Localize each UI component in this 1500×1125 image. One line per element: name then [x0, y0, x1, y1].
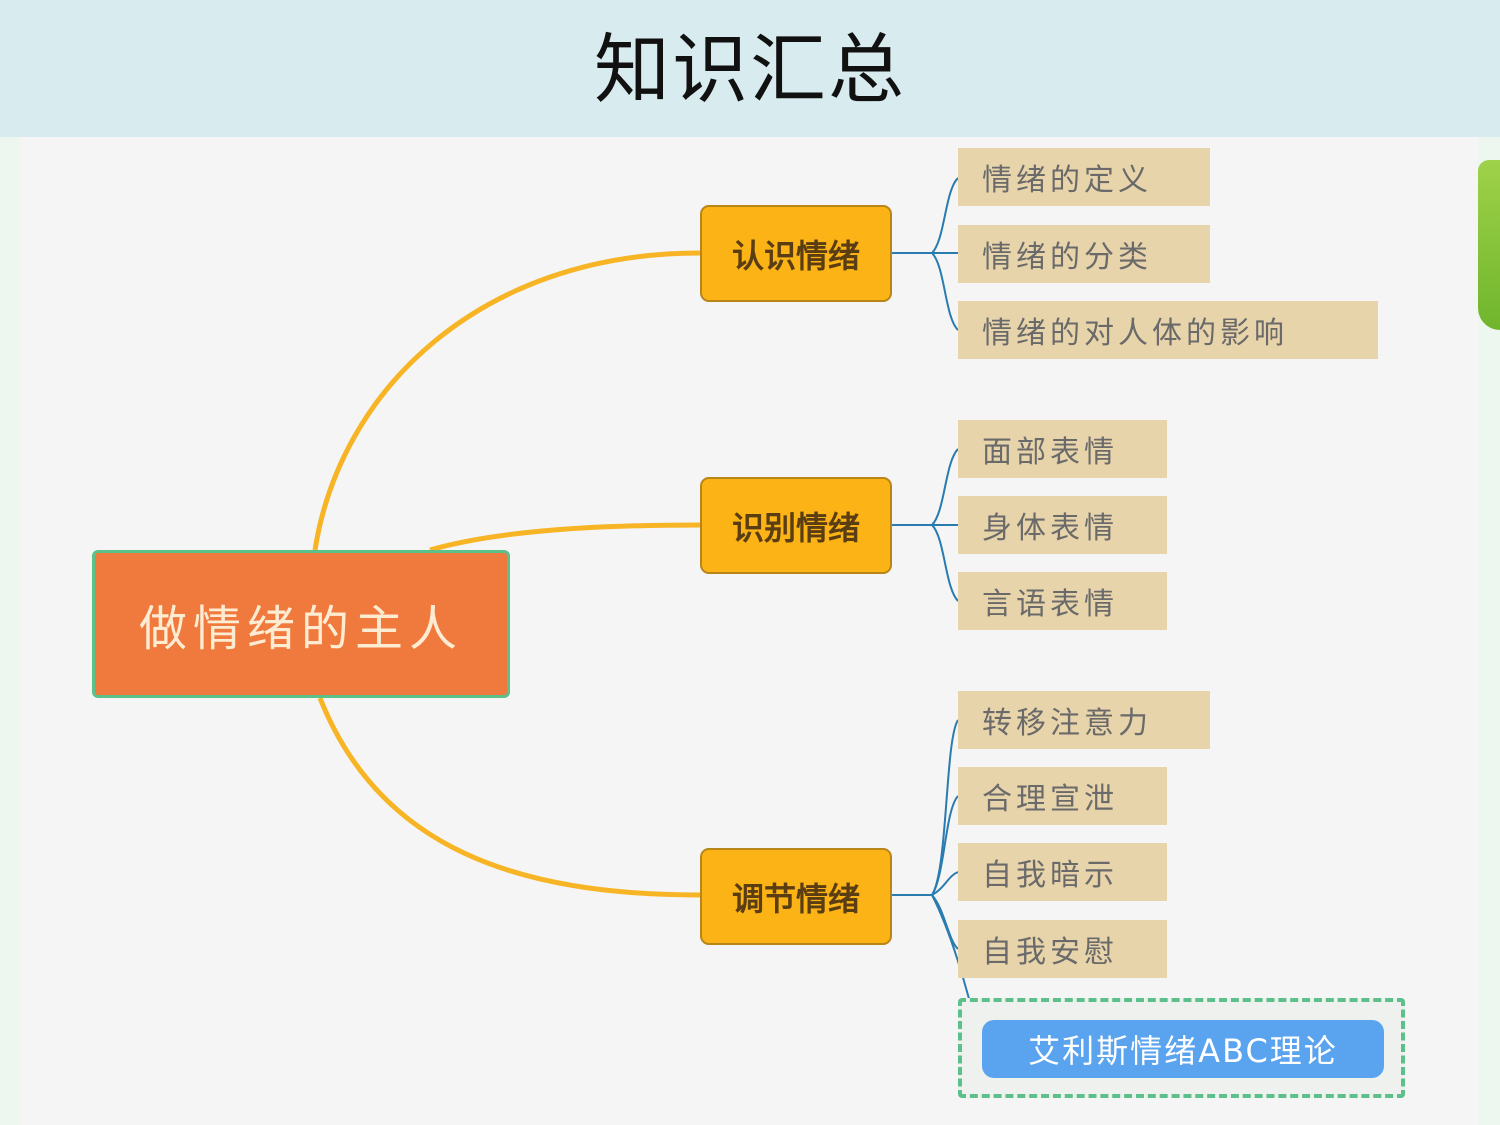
leaf-decoration-icon — [1478, 160, 1500, 330]
leaf-node[interactable]: 转移注意力 — [958, 691, 1210, 749]
leaf-node[interactable]: 情绪的分类 — [958, 225, 1210, 283]
leaf-node[interactable]: 情绪的定义 — [958, 148, 1210, 206]
leaf-node[interactable]: 情绪的对人体的影响 — [958, 301, 1378, 359]
connector-leaf — [931, 871, 959, 896]
leaf-node[interactable]: 自我暗示 — [958, 843, 1167, 901]
page-title: 知识汇总 — [594, 25, 906, 114]
leaf-node[interactable]: 自我安慰 — [958, 920, 1167, 978]
connector-leaf — [931, 795, 959, 896]
connector-leaf — [931, 252, 959, 331]
connector-leaf — [931, 448, 959, 526]
leaf-node[interactable]: 言语表情 — [958, 572, 1167, 630]
connector-leaf — [931, 524, 959, 602]
leaf-node[interactable]: 合理宣泄 — [958, 767, 1167, 825]
title-band — [0, 0, 1500, 137]
branch-node-recognize[interactable]: 认识情绪 — [700, 205, 892, 302]
leaf-node[interactable]: 面部表情 — [958, 420, 1167, 478]
root-node[interactable]: 做情绪的主人 — [92, 550, 510, 698]
connector-root-branch-1 — [312, 250, 701, 551]
connector-leaf — [931, 719, 959, 896]
leaf-node[interactable]: 身体表情 — [958, 496, 1167, 554]
branch-node-regulate[interactable]: 调节情绪 — [700, 848, 892, 945]
branch-node-identify[interactable]: 识别情绪 — [700, 477, 892, 574]
connector-root-branch-3 — [317, 697, 701, 898]
connector-root-branch-2 — [429, 522, 701, 553]
connector-leaf — [931, 177, 959, 254]
leaf-node-highlighted[interactable]: 艾利斯情绪ABC理论 — [982, 1020, 1384, 1078]
